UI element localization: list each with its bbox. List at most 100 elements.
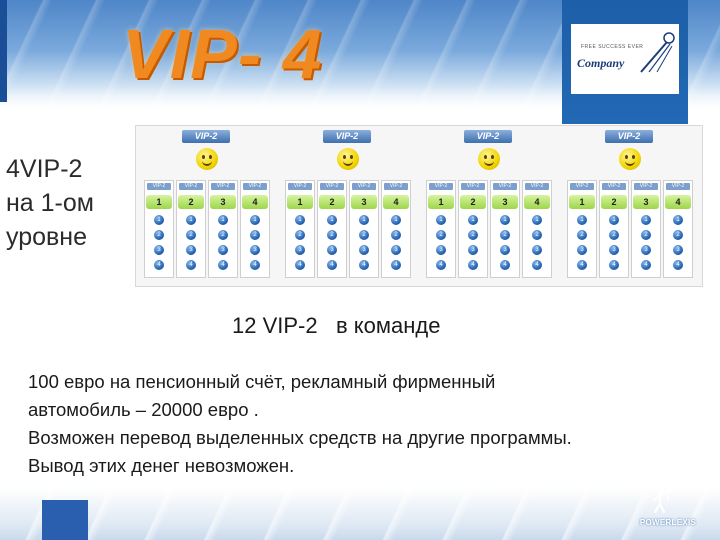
person-flag-icon: [652, 484, 680, 514]
member-dot: 4: [609, 260, 619, 270]
member-dot: 1: [359, 215, 369, 225]
member-dot: 4: [327, 260, 337, 270]
member-dot: 4: [468, 260, 478, 270]
member-dot: 2: [327, 230, 337, 240]
member-dot: 3: [186, 245, 196, 255]
vip-slot-label: VIP-2: [666, 183, 690, 190]
level-caption-line: уровне: [6, 223, 88, 251]
vip-slot-label: VIP-2: [147, 183, 171, 190]
vip-slot-number: 1: [146, 195, 172, 209]
left-accent-bar: [0, 0, 7, 102]
vip-slot-label: VIP-2: [179, 183, 203, 190]
member-dot: 2: [391, 230, 401, 240]
member-dot: 2: [641, 230, 651, 240]
vip-slot-number: 4: [665, 195, 691, 209]
vip-block-label: VIP-2: [464, 130, 512, 143]
member-dot: 2: [250, 230, 260, 240]
member-dot: 3: [532, 245, 542, 255]
vip-slot-label: VIP-2: [352, 183, 376, 190]
member-dot: 3: [327, 245, 337, 255]
member-dot: 4: [154, 260, 164, 270]
member-dot: 1: [532, 215, 542, 225]
vip-slot-label: VIP-2: [525, 183, 549, 190]
vip-slot-label: VIP-2: [461, 183, 485, 190]
vip-slot-number: 2: [178, 195, 204, 209]
member-dot: 4: [186, 260, 196, 270]
level-caption-line: на 1-ом: [6, 189, 94, 217]
footer-decoration: [0, 488, 720, 540]
vip-slot-number: 2: [601, 195, 627, 209]
member-dot: 3: [436, 245, 446, 255]
member-dot: 2: [295, 230, 305, 240]
member-dot: 1: [295, 215, 305, 225]
member-dot: 4: [641, 260, 651, 270]
smiley-icon: [196, 148, 218, 170]
powerlexis-logo: POWERLEXIS: [622, 480, 714, 536]
member-dot: 1: [468, 215, 478, 225]
member-dot: 4: [359, 260, 369, 270]
vip-slot-label: VIP-2: [570, 183, 594, 190]
member-dot: 1: [500, 215, 510, 225]
member-dot: 4: [532, 260, 542, 270]
vip-block-label: VIP-2: [182, 130, 230, 143]
vip-slot-label: VIP-2: [602, 183, 626, 190]
member-dot: 3: [154, 245, 164, 255]
member-dot: 3: [500, 245, 510, 255]
vip-slot-label: VIP-2: [243, 183, 267, 190]
description-line: Вывод этих денег невозможен.: [28, 455, 295, 476]
vip-slot-label: VIP-2: [429, 183, 453, 190]
member-dot: 2: [468, 230, 478, 240]
member-dot: 2: [154, 230, 164, 240]
vip-slot-number: 3: [351, 195, 377, 209]
member-dot: 4: [250, 260, 260, 270]
team-count-text: 12 VIP-2 в команде: [232, 313, 441, 338]
description-line: Возможен перевод выделенных средств на д…: [28, 427, 572, 448]
member-dot: 2: [577, 230, 587, 240]
member-dot: 1: [218, 215, 228, 225]
vip-slot-number: 3: [492, 195, 518, 209]
member-dot: 1: [436, 215, 446, 225]
member-dot: 3: [250, 245, 260, 255]
level-caption-line: 4VIP-2: [6, 155, 83, 183]
member-dot: 4: [391, 260, 401, 270]
vip-slot-number: 3: [210, 195, 236, 209]
member-dot: 4: [218, 260, 228, 270]
member-dot: 4: [577, 260, 587, 270]
member-dot: 3: [641, 245, 651, 255]
logo-wordmark: Company: [577, 56, 625, 70]
vip-slot: VIP-2 1 1 2 3 4: [567, 180, 597, 278]
vip-slot-number: 4: [383, 195, 409, 209]
member-dot: 1: [577, 215, 587, 225]
vip-slot-number: 1: [569, 195, 595, 209]
member-dot: 1: [673, 215, 683, 225]
member-dot: 3: [609, 245, 619, 255]
vip-slot-label: VIP-2: [634, 183, 658, 190]
member-dot: 2: [532, 230, 542, 240]
vip-slot-number: 1: [428, 195, 454, 209]
arrow-mark-icon: [640, 32, 675, 73]
description-line: автомобиль – 20000 евро .: [28, 399, 259, 420]
member-dot: 4: [295, 260, 305, 270]
member-dot: 1: [154, 215, 164, 225]
smiley-icon: [619, 148, 641, 170]
logo-tagline: FREE SUCCESS EVER: [581, 44, 644, 50]
member-dot: 3: [577, 245, 587, 255]
vip-slot-label: VIP-2: [288, 183, 312, 190]
member-dot: 3: [295, 245, 305, 255]
vip-slot-number: 4: [242, 195, 268, 209]
vip-slot-label: VIP-2: [320, 183, 344, 190]
member-dot: 2: [218, 230, 228, 240]
slide-title: VIP- 4: [122, 15, 323, 93]
